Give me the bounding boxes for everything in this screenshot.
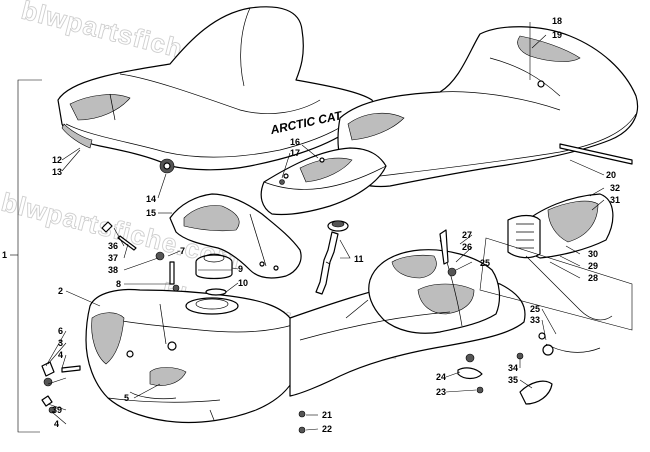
callout-31: 31 [610, 195, 620, 205]
side-panel-lower [169, 193, 302, 279]
callout-38: 38 [108, 265, 118, 275]
callout-14: 14 [146, 194, 156, 204]
callout-11: 11 [354, 254, 364, 264]
callout-37: 37 [108, 253, 118, 263]
callout-35: 35 [508, 375, 518, 385]
callout-22: 22 [322, 424, 332, 434]
callout-33: 33 [530, 315, 540, 325]
callout-25-lower: 25 [530, 304, 540, 314]
tunnel-plate [289, 239, 526, 397]
callout-12: 12 [52, 155, 62, 165]
callout-10: 10 [238, 278, 248, 288]
fuel-gauge [315, 220, 349, 295]
callout-21: 21 [322, 410, 332, 420]
fuel-tank [85, 288, 303, 424]
callout-13: 13 [52, 167, 62, 177]
callout-7: 7 [180, 246, 185, 256]
left-seat: ARCTIC CAT [57, 6, 375, 174]
callout-1: 1 [2, 250, 7, 260]
callout-labels: 1 2 3 4 4 5 6 7 8 9 10 11 12 13 14 15 16… [2, 16, 620, 434]
callout-6: 6 [58, 326, 63, 336]
small-hardware [41, 143, 633, 434]
callout-9: 9 [238, 264, 243, 274]
callout-32: 32 [610, 183, 620, 193]
leader-lines [45, 22, 605, 431]
wiring-harness [479, 237, 633, 405]
callout-18: 18 [552, 16, 562, 26]
callout-4-upper: 4 [58, 350, 63, 360]
callout-28: 28 [588, 273, 598, 283]
callout-39: 39 [52, 405, 62, 415]
callout-29: 29 [588, 261, 598, 271]
callout-16: 16 [290, 137, 300, 147]
callout-23: 23 [436, 387, 446, 397]
callout-3: 3 [58, 338, 63, 348]
fuel-cap [195, 253, 233, 280]
callout-25-upper: 25 [480, 258, 490, 268]
side-panel-upper [260, 147, 387, 216]
callout-19: 19 [552, 30, 562, 40]
callout-15: 15 [146, 208, 156, 218]
callout-20: 20 [606, 170, 616, 180]
callout-2: 2 [58, 286, 63, 296]
callout-36: 36 [108, 241, 118, 251]
callout-5: 5 [124, 393, 129, 403]
assembly-bracket [10, 79, 42, 433]
callout-34: 34 [508, 363, 518, 373]
taillight [507, 193, 614, 259]
callout-17: 17 [290, 148, 300, 158]
callout-27: 27 [462, 230, 472, 240]
callout-4-lower: 4 [54, 419, 59, 429]
callout-26: 26 [462, 242, 472, 252]
callout-8: 8 [116, 279, 121, 289]
callout-24: 24 [436, 372, 446, 382]
callout-30: 30 [588, 249, 598, 259]
